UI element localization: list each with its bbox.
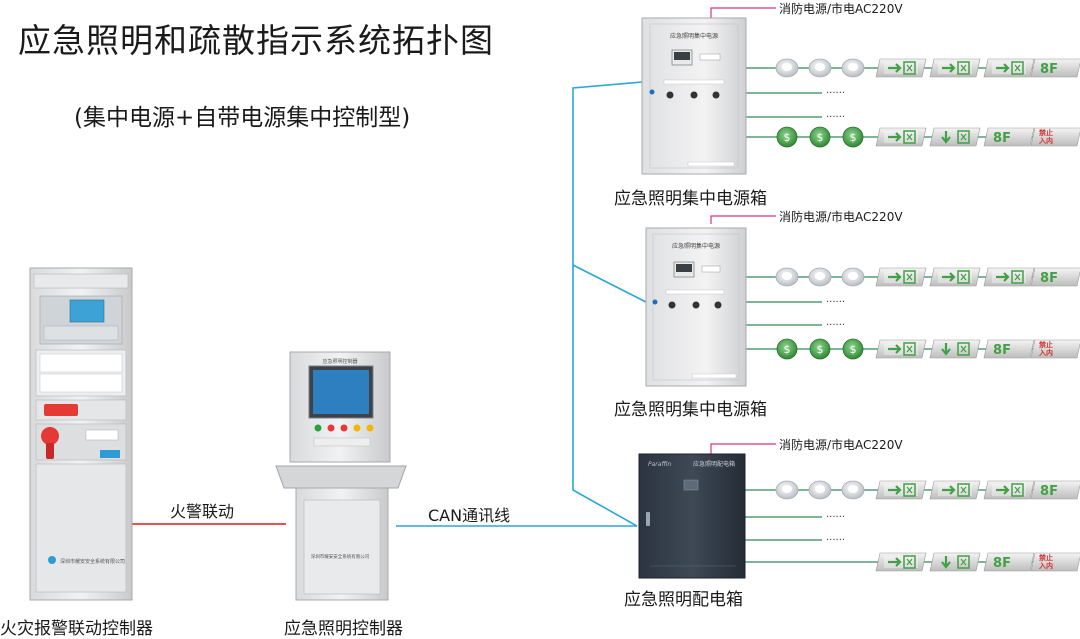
ceiling-lamp-icon [808, 267, 832, 287]
floor-label: 8F [1040, 271, 1058, 286]
continuation-dots: ······ [826, 112, 845, 123]
fire-alarm-controller-cabinet: 深圳市耀安安全系统有限公司 [29, 267, 133, 601]
exit-sign-icon [982, 266, 1036, 288]
no-entry-label: 入内 [1038, 348, 1053, 357]
floor-label: 8F [993, 131, 1011, 146]
lighting-controller-console: 应急照明控制器 深圳市耀安安全系统有限公司 [275, 351, 407, 601]
screen [69, 299, 105, 323]
floor-label: 8F [1040, 484, 1058, 499]
devices-distribution [775, 479, 1080, 573]
caption-power-box-2: 应急照明集中电源箱 [614, 400, 767, 420]
green-exit-lamp-icon [809, 126, 831, 148]
exit-sign-icon [874, 126, 928, 148]
exit-sign-icon [928, 266, 982, 288]
green-exit-lamp-icon [809, 338, 831, 360]
caption-fire-controller: 火灾报警联动控制器 [0, 619, 153, 639]
page-title: 应急照明和疏散指示系统拓扑图 [18, 21, 494, 60]
green-exit-lamp-icon [776, 126, 798, 148]
ceiling-lamp-icon [841, 267, 865, 287]
no-entry-label: 入内 [1038, 561, 1053, 570]
power-source-leads [710, 7, 776, 454]
continuation-dots: ······ [826, 88, 845, 99]
exit-sign-icon [874, 551, 928, 573]
distribution-box: Paraffin 应急照明配电箱 [638, 453, 746, 579]
page-subtitle: (集中电源+自带电源集中控制型) [74, 105, 411, 131]
ceiling-lamp-icon [841, 58, 865, 78]
devices-box-1 [775, 57, 1080, 148]
exit-sign-icon [928, 57, 982, 79]
power-source-label-2: 消防电源/市电AC220V [779, 210, 903, 224]
console-company-label: 深圳市耀安安全系统有限公司 [311, 553, 370, 560]
green-exit-lamp-icon [842, 126, 864, 148]
floor-label: 8F [1040, 62, 1058, 77]
devices-box-2 [775, 266, 1080, 360]
floor-label: 8F [993, 343, 1011, 358]
exit-sign-icon [874, 338, 928, 360]
power-source-label-1: 消防电源/市电AC220V [779, 2, 903, 16]
ceiling-lamp-icon [775, 58, 799, 78]
alarm-indicator [44, 404, 78, 416]
console-button [340, 424, 348, 432]
continuation-dots: ······ [826, 320, 845, 331]
exit-sign-icon [982, 479, 1036, 501]
console-header: 应急照明控制器 [322, 358, 357, 365]
power-source-label-3: 消防电源/市电AC220V [779, 438, 903, 452]
power-box-1-header: 应急照明集中电源 [670, 32, 718, 40]
continuation-dots: ······ [826, 512, 845, 523]
caption-lighting-controller: 应急照明控制器 [284, 619, 403, 639]
green-exit-lamp-icon [842, 338, 864, 360]
distribution-header: 应急照明配电箱 [693, 460, 735, 468]
no-entry-label: 禁止 [1038, 128, 1053, 137]
console-button [353, 424, 361, 432]
central-power-box-2: 应急照明集中电源 [645, 227, 747, 387]
console-button [327, 424, 335, 432]
can-bus-wire [396, 81, 647, 527]
floor-label: 8F [993, 556, 1011, 571]
central-power-box-1: 应急照明集中电源 [641, 17, 747, 175]
cabinet-company-label: 深圳市耀安安全系统有限公司 [60, 558, 125, 565]
power-box-2-header: 应急照明集中电源 [672, 242, 720, 250]
continuation-dots: ······ [826, 535, 845, 546]
exit-sign-down-icon [928, 551, 982, 573]
console-button [366, 424, 374, 432]
exit-sign-icon [874, 266, 928, 288]
continuation-dots: ······ [826, 297, 845, 308]
no-entry-label: 禁止 [1038, 340, 1053, 349]
fire-link-label: 火警联动 [170, 502, 235, 521]
exit-sign-down-icon [928, 338, 982, 360]
ceiling-lamp-icon [775, 267, 799, 287]
ceiling-lamp-icon [808, 58, 832, 78]
caption-distribution-box: 应急照明配电箱 [624, 590, 743, 610]
ceiling-lamp-icon [775, 480, 799, 500]
exit-sign-down-icon [928, 126, 982, 148]
console-button [314, 424, 322, 432]
green-exit-lamp-icon [776, 338, 798, 360]
microphone-icon [41, 427, 59, 445]
exit-sign-icon [928, 479, 982, 501]
no-entry-label: 禁止 [1038, 553, 1053, 562]
ceiling-lamp-icon [808, 480, 832, 500]
can-bus-label: CAN通讯线 [428, 506, 511, 525]
no-entry-label: 入内 [1038, 136, 1053, 145]
exit-sign-icon [874, 57, 928, 79]
ceiling-lamp-icon [841, 480, 865, 500]
exit-sign-icon [982, 57, 1036, 79]
distribution-brand: Paraffin [648, 461, 671, 468]
caption-power-box-1: 应急照明集中电源箱 [614, 189, 767, 209]
exit-sign-icon [874, 479, 928, 501]
